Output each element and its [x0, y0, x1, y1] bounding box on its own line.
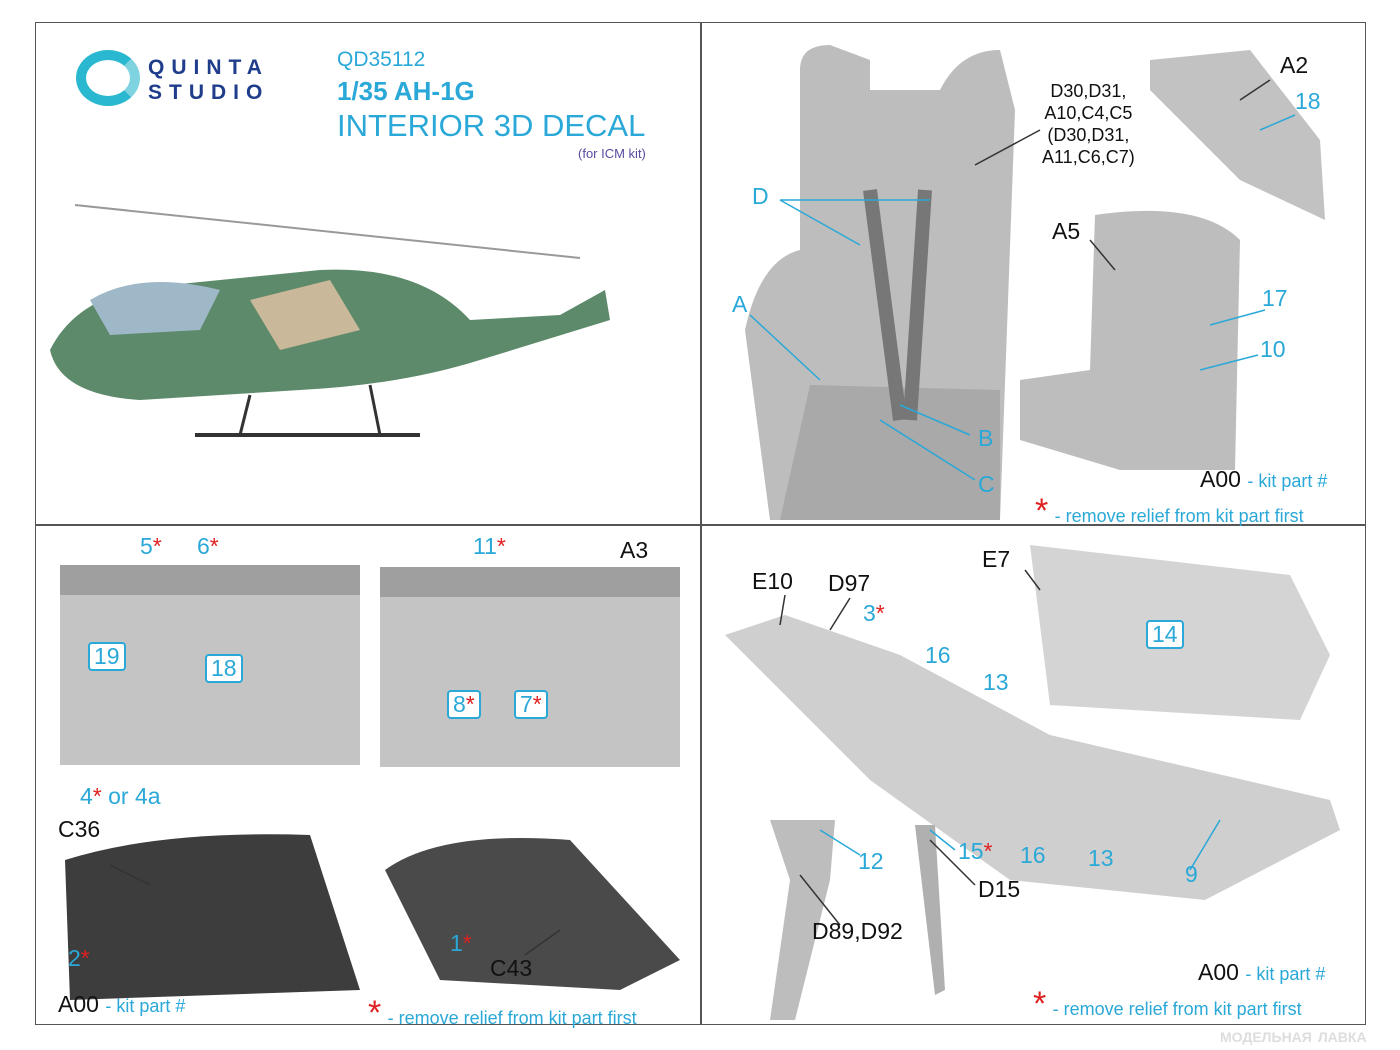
label-9: 9 [1185, 861, 1198, 887]
label-18: 18 [1295, 88, 1321, 114]
part-line: (D30,D31, [1047, 125, 1130, 145]
label-13b: 13 [1088, 845, 1114, 871]
label-d: D [752, 183, 769, 209]
label-4: 4* or 4a [80, 783, 161, 809]
seat-part-list: D30,D31, A10,C4,C5 (D30,D31, A11,C6,C7) [1042, 80, 1135, 168]
label-d15: D15 [978, 876, 1021, 902]
label-8: 8* [447, 690, 481, 719]
divider [35, 524, 1366, 526]
brand-line1: QUINTA [148, 56, 269, 79]
label-10: 10 [1260, 336, 1286, 362]
label-5: 5* [140, 533, 162, 559]
label-a3: A3 [620, 537, 649, 563]
star-icon: * [1035, 492, 1049, 530]
label-6: 6* [197, 533, 219, 559]
part-line: D30,D31, [1050, 81, 1127, 101]
part-line: A10,C4,C5 [1044, 103, 1133, 123]
label-1: 1* [450, 930, 472, 956]
legend-text: - kit part # [1247, 471, 1328, 491]
legend-remove-relief: * - remove relief from kit part first [1035, 494, 1304, 528]
label-d97: D97 [828, 570, 871, 596]
label-e10: E10 [752, 568, 793, 594]
product-code: QD35112 [337, 48, 426, 71]
label-c43: C43 [490, 955, 533, 981]
label-3: 3* [863, 600, 885, 626]
legend-remove-relief: * - remove relief from kit part first [368, 994, 637, 1032]
legend-remove-relief: * - remove relief from kit part first [1033, 985, 1302, 1023]
brand-line2: STUDIO [148, 81, 270, 104]
label-16b: 16 [1020, 842, 1046, 868]
divider [700, 22, 702, 1025]
legend-kit-part: A00 - kit part # [1200, 468, 1327, 491]
label-c: C [978, 471, 995, 497]
legend-code: A00 [1200, 466, 1241, 492]
label-a5: A5 [1052, 218, 1081, 244]
label-e7: E7 [982, 546, 1011, 572]
label-18: 18 [205, 654, 243, 683]
legend-kit-part: A00 - kit part # [1198, 959, 1326, 985]
label-12: 12 [858, 848, 884, 874]
product-title: INTERIOR 3D DECAL [337, 108, 646, 143]
part-line: A11,C6,C7) [1042, 147, 1135, 167]
kit-note: (for ICM kit) [578, 146, 646, 161]
legend-text: - remove relief from kit part first [1054, 506, 1304, 526]
label-d89-d92: D89,D92 [812, 918, 903, 944]
star-icon: * [368, 994, 382, 1032]
label-a: A [732, 291, 748, 317]
label-17: 17 [1262, 285, 1288, 311]
label-19: 19 [88, 642, 126, 671]
model-title: 1/35 AH-1G [337, 76, 475, 106]
label-16: 16 [925, 642, 951, 668]
star-icon: * [1033, 985, 1047, 1023]
label-14: 14 [1146, 620, 1184, 649]
label-13: 13 [983, 669, 1009, 695]
label-c36: C36 [58, 816, 101, 842]
label-11: 11* [473, 533, 506, 559]
label-7: 7* [514, 690, 548, 719]
legend-kit-part: A00 - kit part # [58, 991, 186, 1017]
label-2: 2* [68, 945, 90, 971]
label-a2: A2 [1280, 52, 1309, 78]
label-15: 15* [958, 838, 993, 864]
label-b: B [978, 425, 994, 451]
logo-q-icon [76, 50, 140, 106]
